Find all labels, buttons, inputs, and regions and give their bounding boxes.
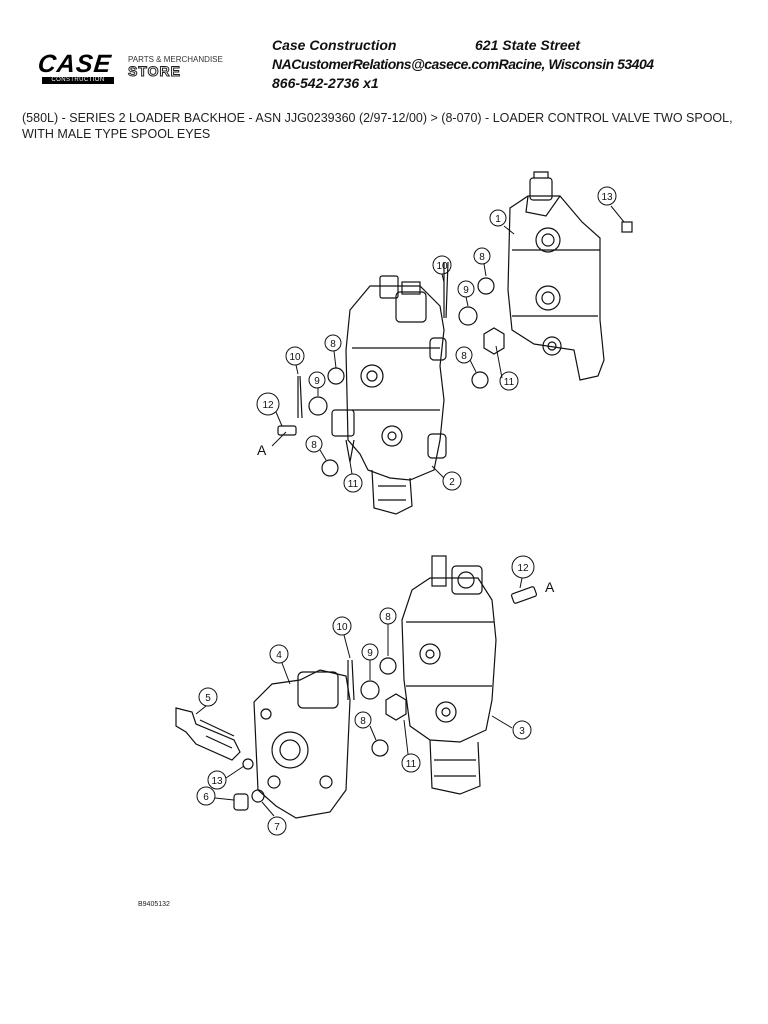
- upper-callout-10: 10: [289, 352, 301, 363]
- email-link[interactable]: NACustomerRelations@casece.com: [272, 56, 499, 72]
- breadcrumb: (580L) - SERIES 2 LOADER BACKHOE - ASN J…: [22, 111, 733, 141]
- lower-callout-9: 9: [367, 648, 373, 659]
- store-logo-line1: PARTS & MERCHANDISE: [128, 55, 223, 64]
- upper-callout-11: 11: [504, 377, 515, 388]
- view-marker-a-lower: A: [545, 579, 555, 595]
- case-store-logo: CASE CONSTRUCTION PARTS & MERCHANDISE ST…: [36, 50, 248, 86]
- upper-callout-8: 8: [461, 351, 467, 362]
- view-marker-a-upper: A: [257, 442, 267, 458]
- upper-callout-8: 8: [311, 440, 317, 451]
- lower-callout-3: 3: [519, 726, 525, 737]
- upper-callouts: [256, 186, 625, 493]
- lower-callout-4: 4: [276, 650, 282, 661]
- street-address: 621 State Street: [475, 37, 581, 53]
- lower-callout-8: 8: [360, 716, 366, 727]
- upper-callout-11: 11: [348, 479, 359, 490]
- lower-callout-labels: 12 8 10 9 4 8 5 11 3 136 7: [203, 563, 529, 833]
- upper-callout-8: 8: [330, 339, 336, 350]
- upper-callout-9: 9: [314, 376, 320, 387]
- lower-callout-10: 10: [336, 622, 348, 633]
- lower-callout-8: 8: [385, 612, 391, 623]
- upper-callout-13: 13: [601, 192, 613, 203]
- upper-callout-8: 8: [479, 252, 485, 263]
- company-name: Case Construction: [272, 37, 397, 53]
- store-logo-line2: STORE: [128, 63, 181, 79]
- lower-section-5-relief-valve: [175, 707, 265, 811]
- upper-callout-12: 12: [262, 400, 274, 411]
- exploded-parts-diagram: 13 1 10 8 9 8 11 10 8 9 12 8 11 2 A: [175, 171, 633, 836]
- upper-callout-labels: 13 1 10 8 9 8 11 10 8 9 12 8 11 2: [262, 192, 613, 490]
- lower-section-4-end-cap: [253, 669, 351, 819]
- case-logo-mark: CASE: [36, 50, 113, 78]
- lower-seals: [347, 657, 407, 757]
- lower-callout-13: 13: [211, 776, 223, 787]
- city-state-zip: Racine, Wisconsin 53404: [498, 56, 654, 72]
- case-logo-sub: CONSTRUCTION: [42, 77, 114, 84]
- upper-callout-10: 10: [436, 261, 448, 272]
- lower-section-3-valve-body: [401, 555, 538, 795]
- upper-callout-2: 2: [449, 477, 455, 488]
- lower-callouts: [195, 555, 535, 836]
- upper-callout-1: 1: [495, 214, 501, 225]
- lower-callout-5: 5: [205, 693, 211, 704]
- figure-code: B9405132: [138, 901, 170, 908]
- lower-callout-7: 7: [274, 822, 280, 833]
- lower-callout-6: 6: [203, 792, 209, 803]
- phone-number: 866-542-2736 x1: [272, 75, 379, 91]
- upper-section-2-valve-body: [331, 275, 447, 515]
- upper-section-1-housing: [507, 171, 605, 381]
- contact-block: Case Construction 621 State Street NACus…: [272, 36, 752, 93]
- lower-callout-12: 12: [517, 563, 529, 574]
- lower-callout-11: 11: [406, 759, 417, 770]
- upper-callout-9: 9: [463, 285, 469, 296]
